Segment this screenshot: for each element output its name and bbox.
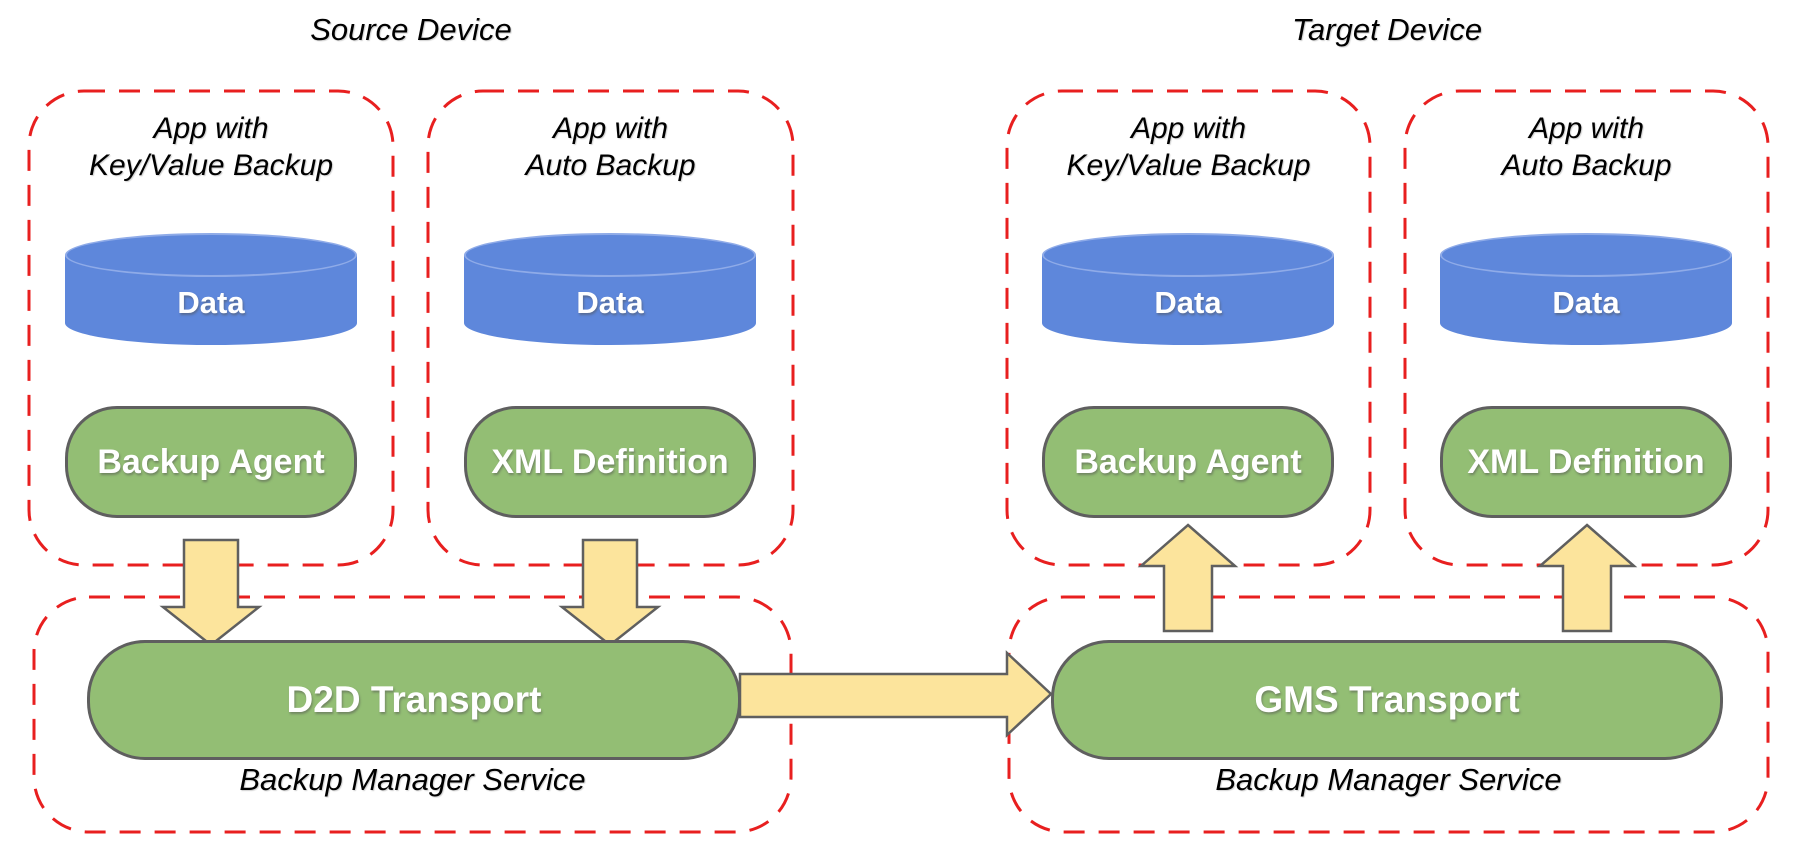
- backup-agent-pill-target: Backup Agent: [1042, 406, 1334, 518]
- arrow-xml-definition-to-d2d: [558, 538, 662, 647]
- source-device-title: Source Device: [310, 12, 512, 47]
- transport-label: D2D Transport: [286, 679, 542, 720]
- data-cylinder-source-auto: Data: [464, 233, 756, 345]
- data-label: Data: [177, 285, 245, 320]
- app-title-source-auto: App with Auto Backup: [428, 110, 793, 184]
- xml-definition-pill-source: XML Definition: [464, 406, 756, 518]
- cylinder-top: [464, 233, 756, 277]
- backup-manager-caption-source: Backup Manager Service: [239, 762, 586, 797]
- data-cylinder-source-keyvalue: Data: [65, 233, 357, 345]
- app-title-line1: App with: [153, 112, 269, 145]
- arrow-d2d-to-gms: [738, 650, 1053, 738]
- data-cylinder-target-keyvalue: Data: [1042, 233, 1334, 345]
- transport-label: GMS Transport: [1254, 679, 1520, 720]
- data-label: Data: [1552, 285, 1620, 320]
- backup-manager-caption-target: Backup Manager Service: [1215, 762, 1562, 797]
- d2d-transport-pill: D2D Transport: [87, 640, 741, 760]
- cylinder-top: [1440, 233, 1732, 277]
- data-cylinder-target-auto: Data: [1440, 233, 1732, 345]
- component-label: Backup Agent: [97, 442, 325, 481]
- xml-definition-pill-target: XML Definition: [1440, 406, 1732, 518]
- arrow-backup-agent-to-d2d: [159, 538, 263, 647]
- backup-manager-outline-source: [32, 595, 793, 834]
- arrow-gms-to-xml-definition: [1536, 523, 1638, 633]
- cylinder-top: [1042, 233, 1334, 277]
- app-title-line2: Key/Value Backup: [1066, 149, 1311, 182]
- app-title-source-keyvalue: App with Key/Value Backup: [29, 110, 393, 184]
- cylinder-top: [65, 233, 357, 277]
- target-device-title: Target Device: [1291, 12, 1483, 47]
- data-label: Data: [1154, 285, 1222, 320]
- app-title-line2: Auto Backup: [525, 149, 696, 182]
- arrow-gms-to-backup-agent: [1137, 523, 1239, 633]
- app-title-line2: Key/Value Backup: [88, 149, 334, 182]
- app-title-line2: Auto Backup: [1501, 149, 1672, 182]
- component-label: Backup Agent: [1074, 442, 1302, 481]
- backup-agent-pill-source: Backup Agent: [65, 406, 357, 518]
- app-title-line1: App with: [1528, 112, 1645, 145]
- component-label: XML Definition: [491, 442, 729, 481]
- data-label: Data: [576, 285, 644, 320]
- app-title-line1: App with: [1130, 112, 1247, 145]
- component-label: XML Definition: [1467, 442, 1705, 481]
- app-title-target-keyvalue: App with Key/Value Backup: [1007, 110, 1370, 184]
- app-title-target-auto: App with Auto Backup: [1405, 110, 1768, 184]
- app-title-line1: App with: [552, 112, 669, 145]
- gms-transport-pill: GMS Transport: [1051, 640, 1723, 760]
- backup-manager-outline-target: [1007, 595, 1770, 834]
